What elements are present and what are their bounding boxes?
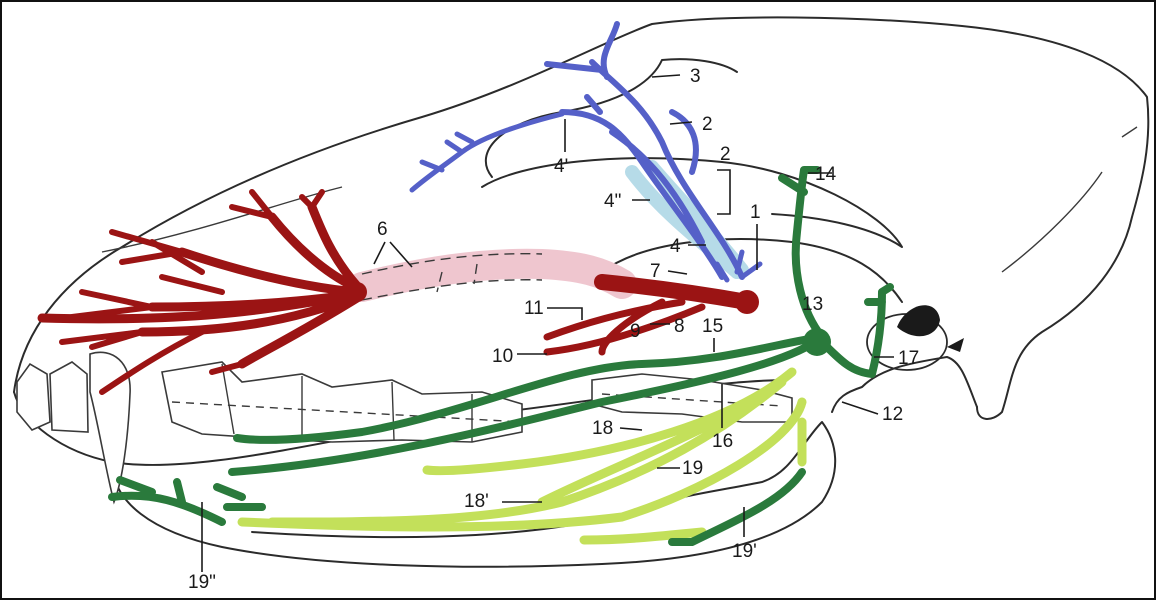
label-11: 11 xyxy=(524,298,544,319)
label-1: 1 xyxy=(750,202,761,223)
external-acoustic-meatus xyxy=(897,305,940,336)
occipital-crest xyxy=(1002,127,1137,272)
label-19p: 19' xyxy=(732,541,757,562)
label-7: 7 xyxy=(650,261,661,282)
label-2a: 2 xyxy=(702,114,713,135)
label-12: 12 xyxy=(882,404,903,425)
infraorbital-canal xyxy=(362,254,622,300)
label-3: 3 xyxy=(690,66,701,87)
maxillary-trunk xyxy=(602,282,747,302)
maxillary-foramen-knot xyxy=(347,282,367,302)
leader-3 xyxy=(652,75,680,77)
incisor-teeth xyxy=(17,362,88,432)
label-15: 15 xyxy=(702,316,723,337)
label-4pp: 4" xyxy=(604,191,621,212)
label-10: 10 xyxy=(492,346,513,367)
label-19: 19 xyxy=(682,458,703,479)
maxillary-origin-knot xyxy=(735,290,759,314)
label-9: 9 xyxy=(630,321,641,342)
leader-2b xyxy=(717,170,730,214)
label-6: 6 xyxy=(377,219,388,240)
label-14: 14 xyxy=(815,164,837,185)
label-13: 13 xyxy=(802,294,823,315)
foramen-mark xyxy=(947,338,964,352)
label-17: 17 xyxy=(898,348,919,369)
label-8: 8 xyxy=(674,316,685,337)
label-16: 16 xyxy=(712,431,733,452)
label-4: 4 xyxy=(670,236,681,257)
label-2b: 2 xyxy=(720,144,731,165)
leader-7 xyxy=(668,271,687,274)
label-19pp: 19" xyxy=(188,572,216,593)
infraorbital-pink-band xyxy=(362,264,622,287)
label-18: 18 xyxy=(592,418,613,439)
mandibular-origin-knot xyxy=(803,328,831,356)
leader-11 xyxy=(547,308,582,320)
leader-18 xyxy=(620,428,642,430)
leader-12 xyxy=(842,402,878,414)
label-18p: 18' xyxy=(464,491,489,512)
skull-dorsal-outline xyxy=(14,17,1148,419)
label-4p: 4' xyxy=(554,156,568,177)
